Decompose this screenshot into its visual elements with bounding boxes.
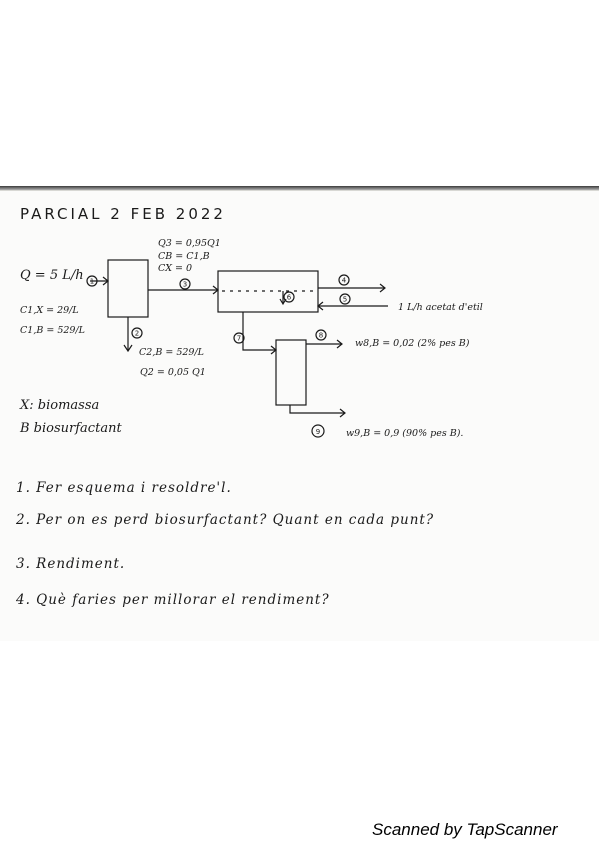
stream-2-number: 2 (135, 330, 139, 338)
stream-2-arrowhead (123, 344, 133, 353)
stream-8-number: 8 (319, 332, 323, 340)
stream-8-arrowhead (336, 339, 343, 349)
paper-sheet (0, 190, 599, 641)
legend-biosurfactant: B biosurfactant (20, 421, 122, 436)
stream-2-circle (131, 327, 143, 339)
scanner-watermark: Scanned by TapScanner (372, 820, 558, 839)
stream-3-circle (179, 278, 191, 290)
stream-7-line (242, 312, 276, 351)
stream-5-number: 5 (343, 296, 347, 304)
stream-9-arrowhead (339, 408, 346, 418)
question-3: 3. Rendiment. (16, 556, 126, 572)
stream-2-flow: Q2 = 0,05 Q1 (140, 367, 206, 378)
stream-3-number: 3 (183, 281, 187, 289)
stream-6-number: 6 (287, 294, 292, 302)
stream-8-circle (315, 329, 327, 341)
stream-3-biosurfactant-conc: CB = C1,B (158, 251, 210, 262)
stream-1-number: 1 (90, 278, 94, 286)
stream-2-biosurfactant-conc: C2,B = 529/L (139, 347, 204, 358)
unit-separator-1 (107, 259, 149, 318)
unit-extractor-2 (217, 270, 319, 313)
stream-9-line (289, 405, 345, 414)
feed-arrowhead (102, 276, 109, 286)
stream-3-flow: Q3 = 0,95Q1 (158, 238, 221, 249)
stream-9-number: 9 (316, 428, 320, 436)
stream-4-number: 4 (342, 277, 347, 285)
feed-biosurfactant-conc: C1,B = 529/L (20, 325, 85, 336)
stream-5-arrowhead (317, 301, 324, 311)
stream-6-circle (283, 291, 295, 303)
question-1: 1. Fer esquema i resoldre'l. (16, 480, 232, 496)
paper-shadow-edge (0, 186, 599, 191)
question-2: 2. Per on es perd biosurfactant? Quant e… (16, 512, 435, 528)
stream-7-number: 7 (237, 335, 241, 343)
stream-1-circle (86, 275, 98, 287)
stream-4-arrowhead (379, 283, 386, 293)
exam-title: PARCIAL 2 FEB 2022 (20, 205, 226, 223)
feed-biomass-conc: C1,X = 29/L (20, 305, 79, 316)
stream-8-mass-fraction: w8,B = 0,02 (2% pes B) (355, 338, 470, 349)
unit-separator-3 (275, 339, 307, 406)
stream-4-circle (338, 274, 350, 286)
legend-biomass: X: biomassa (20, 398, 100, 413)
stream-5-circle (339, 293, 351, 305)
stream-7-circle (233, 332, 245, 344)
feed-flow-label: Q = 5 L/h (20, 268, 84, 283)
stream-9-mass-fraction: w9,B = 0,9 (90% pes B). (346, 428, 464, 439)
stream-9-circle (311, 424, 325, 438)
question-4: 4. Què faries per millorar el rendiment? (16, 592, 330, 608)
stream-5-solvent-label: 1 L/h acetat d'etil (398, 302, 483, 313)
stream-3-biomass-conc: CX = 0 (158, 263, 193, 274)
